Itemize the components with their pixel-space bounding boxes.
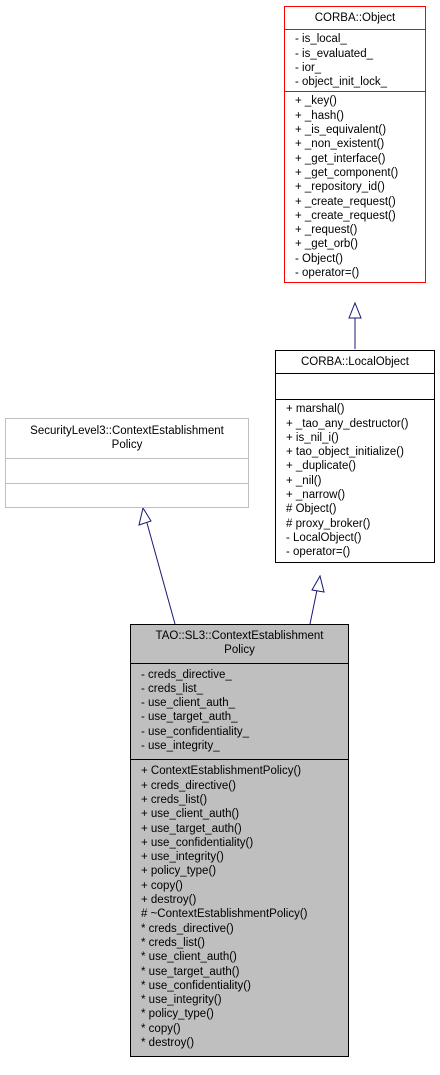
method: * copy() (141, 1022, 181, 1035)
attribute: - object_init_lock_ (295, 76, 388, 89)
method: * use_client_auth() (141, 951, 237, 964)
method: + _repository_id() (295, 181, 385, 194)
method-list: + marshal() + _tao_any_destructor() + is… (276, 399, 434, 561)
method: + use_target_auth() (141, 822, 242, 835)
method: # proxy_broker() (286, 517, 371, 530)
method: - operator=() (286, 546, 351, 559)
class-securitylevel3-contextestablishmentpolicy[interactable]: SecurityLevel3::ContextEstablishment Pol… (5, 418, 249, 508)
method-list (6, 482, 248, 507)
attribute: - creds_list_ (141, 682, 203, 695)
attribute-list (276, 373, 434, 399)
class-corba-object[interactable]: CORBA::Object - is_local_ - is_evaluated… (284, 6, 426, 284)
attribute: - creds_directive_ (141, 668, 232, 681)
method: + creds_directive() (141, 779, 236, 792)
method: * destroy() (141, 1037, 195, 1050)
class-corba-localobject[interactable]: CORBA::LocalObject + marshal() + _tao_an… (275, 350, 435, 563)
method: + _nil() (286, 474, 322, 487)
attribute-list: - creds_directive_ - creds_list_ - use_c… (131, 662, 348, 760)
class-title-line: Policy (224, 644, 255, 657)
method: + _narrow() (286, 489, 346, 502)
method: # ~ContextEstablishmentPolicy() (141, 908, 308, 921)
method: + _duplicate() (286, 460, 356, 473)
method: + _hash() (295, 109, 344, 122)
class-title: CORBA::LocalObject (276, 351, 434, 373)
class-title-line: CORBA::Object (314, 12, 396, 24)
method: + use_confidentiality() (141, 836, 254, 849)
class-tao-sl3-contextestablishmentpolicy[interactable]: TAO::SL3::ContextEstablishment Policy - … (130, 624, 349, 1058)
edge-localobject-to-object (348, 301, 362, 349)
method: + marshal() (286, 403, 345, 416)
method: * use_integrity() (141, 994, 222, 1007)
method: + use_client_auth() (141, 808, 240, 821)
attribute: - is_local_ (295, 33, 347, 46)
class-title-line: CORBA::LocalObject (300, 356, 409, 368)
method: + is_nil_i() (286, 431, 339, 444)
method: + _create_request() (295, 195, 396, 208)
attribute-list: - is_local_ - is_evaluated_ - ior_ - obj… (285, 29, 425, 91)
class-title-line: Policy (111, 439, 143, 452)
attribute: - use_integrity_ (141, 740, 220, 753)
method: + creds_list() (141, 793, 208, 806)
inheritance-arrowhead (311, 574, 325, 593)
attribute: - is_evaluated_ (295, 47, 373, 60)
method: + _get_interface() (295, 152, 386, 165)
attribute-list (6, 457, 248, 483)
class-title: SecurityLevel3::ContextEstablishment Pol… (6, 419, 248, 458)
method: + destroy() (141, 894, 197, 907)
method: * use_target_auth() (141, 965, 240, 978)
class-title-line: SecurityLevel3::ContextEstablishment (30, 425, 224, 437)
method: + _create_request() (295, 209, 396, 222)
method: + _is_equivalent() (295, 124, 387, 137)
method: * creds_directive() (141, 922, 234, 935)
attribute: - use_target_auth_ (141, 711, 238, 724)
method: + _get_component() (295, 166, 399, 179)
method: + tao_object_initialize() (286, 446, 404, 459)
method-list: + _key() + _hash() + _is_equivalent() + … (285, 91, 425, 282)
method: + _non_existent() (295, 138, 385, 151)
attribute: - use_confidentiality_ (141, 725, 250, 738)
method: + _key() (295, 95, 337, 108)
class-title: TAO::SL3::ContextEstablishment Policy (131, 625, 348, 663)
attribute: - ior_ (295, 61, 322, 74)
method: + _request() (295, 224, 358, 237)
method-list: + ContextEstablishmentPolicy() + creds_d… (131, 759, 348, 1056)
method: + copy() (141, 879, 183, 892)
method: + policy_type() (141, 865, 217, 878)
method: + use_integrity() (141, 851, 224, 864)
class-title: CORBA::Object (285, 7, 425, 29)
method: + _tao_any_destructor() (286, 417, 409, 430)
method: + _get_orb() (295, 238, 358, 251)
method: # Object() (286, 503, 337, 516)
attribute: - use_client_auth_ (141, 697, 235, 710)
method: - LocalObject() (286, 531, 362, 544)
method: * use_confidentiality() (141, 979, 251, 992)
edge-tao-to-localobject (309, 574, 325, 625)
method: - Object() (295, 252, 343, 265)
method: * creds_list() (141, 936, 205, 949)
inheritance-arrowhead (348, 301, 362, 319)
edge-tao-to-sl3 (138, 506, 176, 625)
method: * policy_type() (141, 1008, 214, 1021)
class-title-line: TAO::SL3::ContextEstablishment (155, 630, 324, 642)
inheritance-arrowhead (138, 506, 152, 526)
method: + ContextEstablishmentPolicy() (141, 765, 302, 778)
method: - operator=() (295, 267, 360, 280)
